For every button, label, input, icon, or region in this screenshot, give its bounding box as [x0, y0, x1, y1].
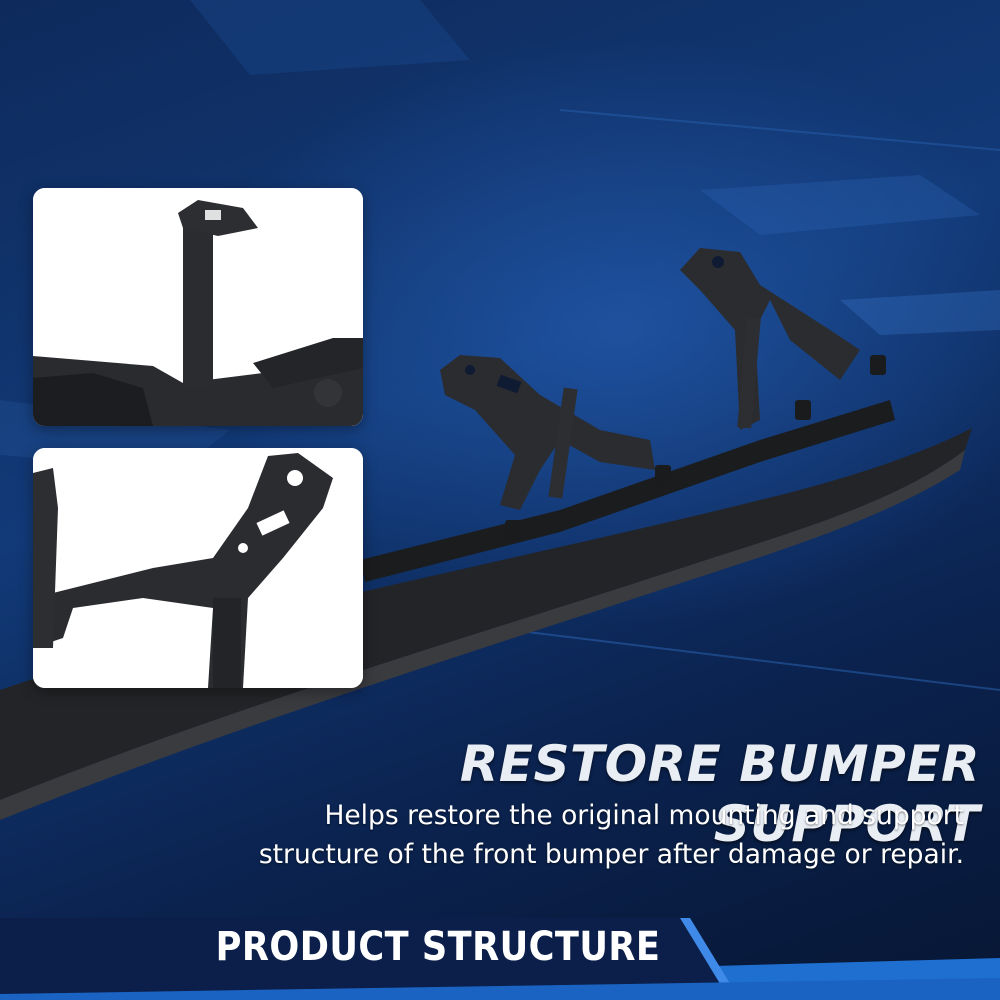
bracket-hole — [712, 256, 724, 268]
mounting-bracket-center — [440, 355, 655, 510]
part-knob — [314, 379, 342, 407]
part-rib — [253, 338, 363, 388]
banner-dark-band — [0, 918, 730, 1000]
support-post — [737, 317, 761, 429]
mounting-clip — [655, 465, 671, 487]
description-line-2: structure of the front bumper after dama… — [258, 839, 964, 870]
bumper-strip-edge — [0, 450, 965, 820]
banner-accent-fill — [0, 978, 1000, 1000]
banner-title: PRODUCT STRUCTURE — [215, 924, 661, 970]
description-line-1: Helps restore the original mounting and … — [324, 800, 964, 831]
detail-image-bracket — [33, 448, 363, 688]
support-post — [548, 387, 578, 499]
headline: RESTORE BUMPER SUPPORT — [459, 735, 980, 853]
part-frame — [33, 373, 153, 426]
bumper-frame-rail — [360, 400, 895, 582]
part-bracket — [33, 453, 333, 688]
mounting-clip — [795, 400, 811, 420]
part-clip-hole — [205, 210, 221, 220]
bottom-banner — [0, 908, 1000, 1000]
clip-post-illustration — [33, 188, 363, 426]
mounting-bracket-large — [680, 248, 860, 430]
bracket-hole — [465, 365, 475, 375]
part-post-right — [213, 598, 241, 688]
part-post — [183, 218, 213, 388]
bracket-hole-top — [287, 470, 303, 486]
part-post-left — [33, 468, 58, 648]
light-line — [559, 109, 1000, 151]
light-streak — [700, 175, 980, 235]
banner-shapes — [0, 918, 1000, 1000]
feature-description: Helps restore the original mounting and … — [80, 796, 964, 874]
mounting-clip — [870, 355, 886, 375]
bracket-illustration — [33, 448, 363, 688]
bracket-slot — [496, 374, 522, 394]
detail-image-clip-post — [33, 188, 363, 426]
light-streak — [190, 0, 470, 75]
mounting-clip — [505, 520, 521, 540]
bracket-hole-mid — [238, 543, 248, 553]
banner-edge-highlight — [680, 918, 740, 1000]
bumper-support-strip — [0, 428, 972, 800]
bracket-slot — [256, 510, 290, 536]
light-streak — [840, 290, 1000, 335]
bracket-window — [103, 613, 193, 673]
